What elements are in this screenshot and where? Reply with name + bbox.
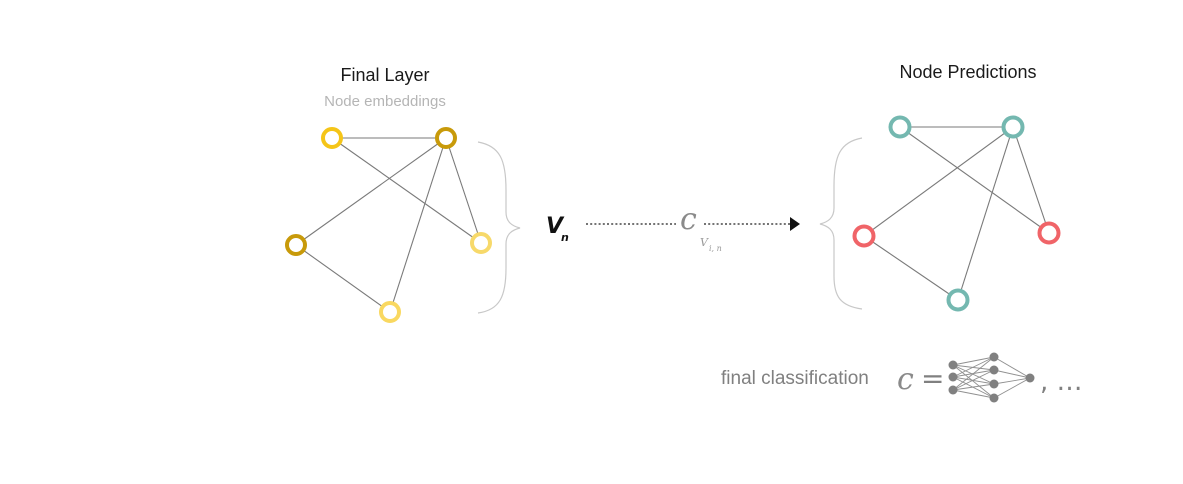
right-edge [899,126,1050,234]
continuation-ellipsis: , … [1040,367,1083,397]
left-edge [295,137,447,246]
left-node-yellow [321,127,343,149]
left-graph-nodes [285,127,492,323]
classifier-sub-index: i, n [709,244,722,253]
left-edge [445,137,482,244]
right-edge [863,126,1014,237]
left-node-pale-yellow [379,301,401,323]
left-graph-title: Final Layer [340,65,429,85]
left-node-dark-gold [435,127,457,149]
right-node-red [1037,221,1061,245]
left-graph: Final Layer Node embeddings [285,65,521,323]
equals-sign: = [921,362,944,395]
final-classifier-symbol: c [897,362,914,397]
right-node-red [852,224,876,248]
right-edge [957,126,1014,301]
final-classification-caption: final classification [721,368,869,389]
left-edge [295,244,391,313]
left-edge [389,137,447,313]
vector-symbol: V [546,214,565,239]
right-node-teal [946,288,970,312]
left-node-light-yellow [470,232,492,254]
neural-network-icon [948,352,1035,403]
right-brace [819,137,863,310]
right-graph: Node Predictions [819,62,1061,312]
left-graph-subtitle: Node embeddings [324,93,446,110]
final-classification: final classification c = [721,352,1083,403]
right-node-teal [888,115,912,139]
left-node-dark-gold [285,234,307,256]
left-graph-edges [295,137,482,313]
arrowhead [790,217,800,231]
left-edge [331,137,482,244]
classifier-symbol: c [680,202,697,237]
classifier-subscript: V [700,236,709,249]
right-graph-edges [863,126,1050,301]
transformation: V n c V i, n [546,202,800,253]
right-edge [1012,126,1050,234]
right-edge [863,235,959,301]
vector-subscript: n [561,231,569,244]
right-node-teal [1001,115,1025,139]
left-brace [477,141,521,314]
right-graph-nodes [852,115,1061,312]
right-graph-title: Node Predictions [899,62,1036,82]
